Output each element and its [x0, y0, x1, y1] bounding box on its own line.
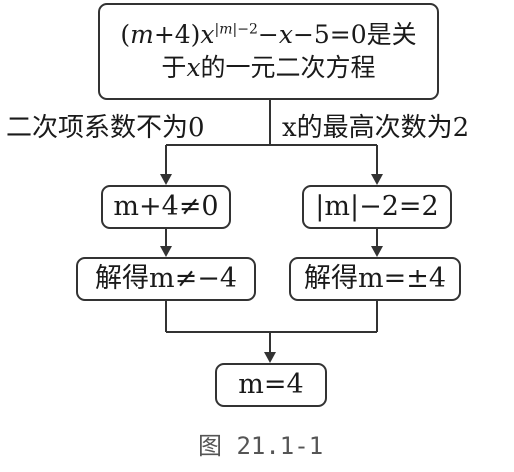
left-arrowhead-1 — [160, 174, 172, 185]
right-arrowhead-1 — [371, 174, 383, 185]
right-condition-box: |m|−2=2 — [302, 185, 452, 229]
branch-label-right: x的最高次数为2 — [282, 113, 470, 143]
right-result-box: 解得m=±4 — [289, 257, 461, 301]
left-condition-box: m+4≠0 — [101, 185, 231, 229]
right-arrowhead-2 — [371, 246, 383, 257]
left-result-box: 解得m≠−4 — [76, 257, 256, 301]
final-arrowhead — [264, 352, 276, 363]
top-box-line2: 于x的一元二次方程 — [161, 52, 376, 82]
final-result-box: m=4 — [215, 363, 327, 407]
top-box-line1: (m+4)x|m|−2−x−5=0是关 — [120, 20, 417, 49]
top-condition-box: (m+4)x|m|−2−x−5=0是关 于x的一元二次方程 — [98, 3, 439, 100]
figure-caption: 图 21.1-1 — [198, 432, 324, 460]
branch-label-left: 二次项系数不为0 — [6, 113, 205, 143]
left-arrowhead-2 — [160, 246, 172, 257]
